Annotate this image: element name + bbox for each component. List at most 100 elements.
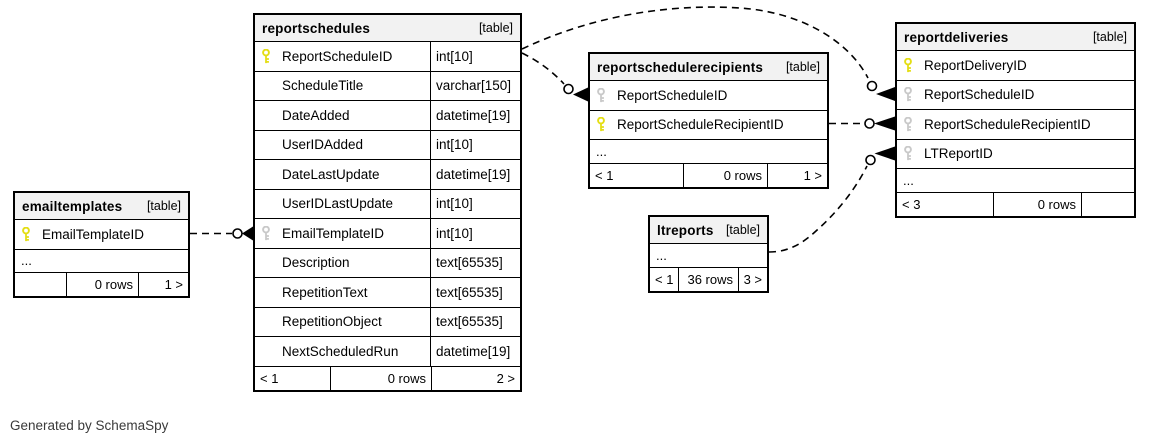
table-name: ltreports [657, 222, 714, 238]
column-row: UserIDAdded int[10] [255, 129, 520, 159]
column-row: EmailTemplateID int[10] [255, 218, 520, 248]
column-name: EmailTemplateID [282, 225, 385, 241]
column-row: ReportScheduleRecipientID [590, 109, 827, 140]
more-columns-indicator: ... [15, 248, 188, 273]
footer-children: 1 > [138, 273, 188, 296]
more-columns-indicator: ... [897, 168, 1134, 192]
column-row: NextScheduledRun datetime[19] [255, 336, 520, 366]
column-name: ReportScheduleID [924, 87, 1035, 103]
table-ltreports[interactable]: ltreports [table] ... < 1 36 rows 3 > [648, 215, 769, 293]
table-name: emailtemplates [22, 198, 123, 214]
column-row: ReportDeliveryID [897, 50, 1134, 80]
column-row: RepetitionText text[65535] [255, 277, 520, 307]
table-reportschedules[interactable]: reportschedules [table] ReportScheduleID… [253, 13, 522, 392]
footer-row-count: 0 rows [683, 163, 767, 187]
table-name: reportschedules [262, 20, 371, 36]
table-footer: < 1 0 rows 1 > [590, 162, 827, 187]
column-row: ReportScheduleID int[10] [255, 41, 520, 71]
footer-parents: < 1 [260, 370, 279, 386]
column-name: ReportScheduleRecipientID [924, 116, 1091, 132]
column-name: UserIDLastUpdate [282, 196, 394, 212]
table-header: ltreports [table] [650, 217, 767, 243]
column-type: varchar[150] [430, 71, 520, 100]
column-name: DateLastUpdate [282, 166, 380, 182]
foreign-key-icon [262, 225, 270, 240]
table-tag: [table] [785, 60, 820, 74]
column-row: LTReportID [897, 138, 1134, 169]
column-name: ReportScheduleRecipientID [617, 117, 784, 133]
column-name: ReportScheduleID [282, 48, 393, 64]
foreign-key-icon [904, 116, 912, 131]
more-columns-indicator: ... [650, 243, 767, 267]
primary-key-icon [904, 57, 912, 72]
column-name: Description [282, 255, 350, 271]
relationship-emailtemplates-reportschedules [190, 226, 253, 241]
column-row: ScheduleTitle varchar[150] [255, 70, 520, 100]
footer-children [1081, 192, 1134, 216]
column-name: ScheduleTitle [282, 78, 364, 94]
column-name: LTReportID [924, 146, 993, 162]
foreign-key-icon [904, 146, 912, 161]
footer-row-count: 0 rows [330, 366, 431, 390]
column-type: int[10] [430, 42, 520, 71]
column-name: DateAdded [282, 107, 350, 123]
column-name: ReportDeliveryID [924, 57, 1027, 73]
column-row: RepetitionObject text[65535] [255, 306, 520, 336]
column-type: int[10] [430, 219, 520, 248]
primary-key-icon [597, 117, 605, 132]
footer-row-count: 0 rows [993, 192, 1081, 216]
footer-row-count: 0 rows [66, 273, 138, 296]
column-name: RepetitionObject [282, 314, 382, 330]
column-type: datetime[19] [430, 160, 520, 189]
table-header: reportschedules [table] [255, 15, 520, 41]
relationship-reportschedulerecipients-reportdeliveries [829, 116, 895, 131]
column-type: text[65535] [430, 248, 520, 277]
table-tag: [table] [1092, 30, 1127, 44]
table-tag: [table] [146, 199, 181, 213]
column-row: ReportScheduleID [590, 80, 827, 110]
column-name: EmailTemplateID [42, 226, 145, 242]
table-footer: < 1 36 rows 3 > [650, 266, 767, 291]
table-emailtemplates[interactable]: emailtemplates [table] EmailTemplateID .… [13, 191, 190, 298]
table-footer: 0 rows 1 > [15, 272, 188, 296]
footer-parents [15, 273, 66, 296]
table-footer: < 3 0 rows [897, 191, 1134, 216]
table-tag: [table] [478, 21, 513, 35]
column-type: text[65535] [430, 278, 520, 307]
footer-children: 1 > [767, 163, 827, 187]
footer-parents: < 3 [902, 196, 921, 212]
column-type: datetime[19] [430, 101, 520, 130]
column-type: int[10] [430, 189, 520, 218]
column-row: Description text[65535] [255, 247, 520, 277]
primary-key-icon [22, 226, 30, 241]
table-header: reportschedulerecipients [table] [590, 54, 827, 80]
footer-row-count: 36 rows [678, 267, 738, 291]
table-reportdeliveries[interactable]: reportdeliveries [table] ReportDeliveryI… [895, 22, 1136, 218]
table-name: reportschedulerecipients [597, 59, 764, 75]
footer-parents: < 1 [595, 167, 614, 183]
table-name: reportdeliveries [904, 29, 1009, 45]
column-type: int[10] [430, 130, 520, 159]
table-header: emailtemplates [table] [15, 193, 188, 219]
column-row: DateLastUpdate datetime[19] [255, 159, 520, 189]
column-row: DateAdded datetime[19] [255, 100, 520, 130]
column-name: UserIDAdded [282, 137, 364, 153]
table-header: reportdeliveries [table] [897, 24, 1134, 50]
column-type: datetime[19] [430, 337, 520, 366]
footer-children: 2 > [431, 366, 520, 390]
table-tag: [table] [725, 223, 760, 237]
foreign-key-icon [597, 87, 605, 102]
column-name: RepetitionText [282, 284, 368, 300]
column-name: NextScheduledRun [282, 343, 399, 359]
column-type: text[65535] [430, 307, 520, 336]
column-row: UserIDLastUpdate int[10] [255, 188, 520, 218]
primary-key-icon [262, 48, 270, 63]
footer-children: 3 > [738, 267, 767, 291]
footer-parents: < 1 [655, 271, 674, 287]
relationship-reportschedules-reportschedulerecipients [521, 52, 588, 102]
more-columns-indicator: ... [590, 139, 827, 163]
column-row: EmailTemplateID [15, 219, 188, 249]
generator-credit: Generated by SchemaSpy [10, 418, 169, 433]
table-reportschedulerecipients[interactable]: reportschedulerecipients [table] ReportS… [588, 52, 829, 189]
